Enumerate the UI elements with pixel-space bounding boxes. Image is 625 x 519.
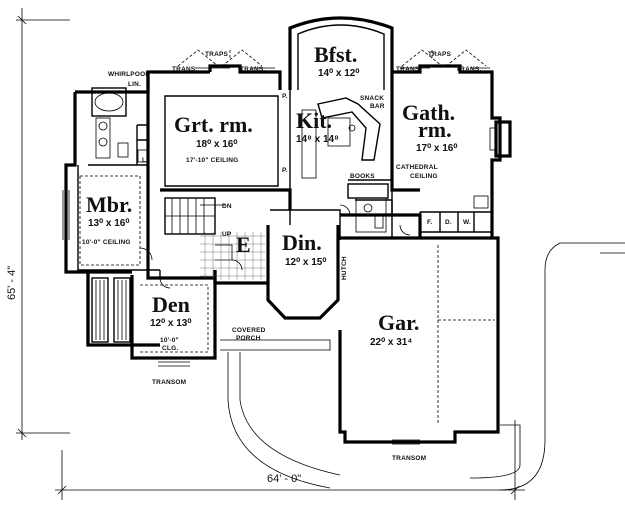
freezer-label: F. xyxy=(427,219,432,226)
windows xyxy=(62,67,490,445)
width-dimension-label: 64' - 0" xyxy=(267,473,301,485)
gathering-room-dim: 17⁰ x 16⁰ xyxy=(416,143,457,154)
traps-label-left: TRAPS xyxy=(205,51,228,58)
entry-name: E xyxy=(236,232,251,257)
great-room-name: Grt. rm. xyxy=(174,112,253,137)
washer-label: W. xyxy=(463,219,471,226)
dryer-label: D. xyxy=(445,219,452,226)
entry-tile xyxy=(200,232,265,280)
pantry-label-lower: P. xyxy=(282,167,288,174)
transom-label-garage: TRANSOM xyxy=(392,455,426,462)
kitchen-dim: 14⁸ x 14⁸ xyxy=(296,134,339,145)
fireplace xyxy=(489,120,512,158)
porch-label: PORCH xyxy=(236,335,261,342)
linen-label: LIN. xyxy=(128,81,141,88)
gathering-room-ceiling: CATHEDRAL xyxy=(396,164,438,171)
trans-label-left-a: TRANS. xyxy=(172,66,197,73)
master-bedroom-name: Mbr. xyxy=(86,192,132,217)
pantry-label-upper: P. xyxy=(282,93,288,100)
whirlpool-label: WHIRLPOOL xyxy=(108,71,150,78)
books-closet xyxy=(347,183,489,233)
den-name: Den xyxy=(152,292,190,317)
snack-label: SNACK xyxy=(360,95,384,102)
interior-walls xyxy=(77,72,493,300)
dining-room-dim: 12⁰ x 15⁰ xyxy=(285,257,326,268)
covered-label: COVERED xyxy=(232,327,266,334)
trans-label-right-a: TRANS. xyxy=(396,66,421,73)
traps-label-right: TRAPS xyxy=(428,51,451,58)
dashed-lines xyxy=(79,49,495,425)
dimension-lines xyxy=(16,8,525,500)
gathering-room-name-2: rm. xyxy=(418,117,452,142)
laundry-l-label: L xyxy=(142,157,146,164)
snack-bar-counter xyxy=(301,97,381,179)
closets xyxy=(91,277,131,343)
den-ceiling-2: CLG. xyxy=(162,345,178,352)
driveway xyxy=(227,242,625,491)
gathering-room-name: Gath. xyxy=(402,100,455,125)
kitchen-name: Kit. xyxy=(296,108,332,133)
stair-down-label: DN xyxy=(222,203,232,210)
trans-label-right-b: TRANS. xyxy=(456,66,481,73)
transom-label-den: TRANSOM xyxy=(152,379,186,386)
breakfast-room-dim: 14⁰ x 12⁰ xyxy=(318,68,359,79)
breakfast-room-name: Bfst. xyxy=(314,42,357,67)
gathering-room-ceiling-2: CEILING xyxy=(410,173,438,180)
den-ceiling: 10'-0" xyxy=(160,337,179,344)
bar-label: BAR xyxy=(370,103,385,110)
stair-up-label: UP xyxy=(222,231,232,238)
den-dim: 12⁰ x 13⁰ xyxy=(150,318,191,329)
dining-room-name: Din. xyxy=(282,230,322,255)
garage-name: Gar. xyxy=(378,310,419,335)
door-swings xyxy=(139,204,411,289)
garage-dim: 22⁰ x 31⁴ xyxy=(370,337,412,348)
depth-dimension-label: 65' - 4" xyxy=(6,266,18,300)
hutch-label: HUTCH xyxy=(341,256,348,280)
master-bath-fixtures xyxy=(91,87,149,163)
books-label: BOOKS xyxy=(350,173,375,180)
trans-label-left-b: TRANS. xyxy=(240,66,265,73)
great-room-ceiling: 17'-10" CEILING xyxy=(186,157,238,164)
master-bedroom-dim: 13⁰ x 16⁰ xyxy=(88,218,129,229)
great-room-dim: 18⁰ x 16⁰ xyxy=(196,139,237,150)
master-bedroom-ceiling: 10'-0" CEILING xyxy=(82,239,131,246)
